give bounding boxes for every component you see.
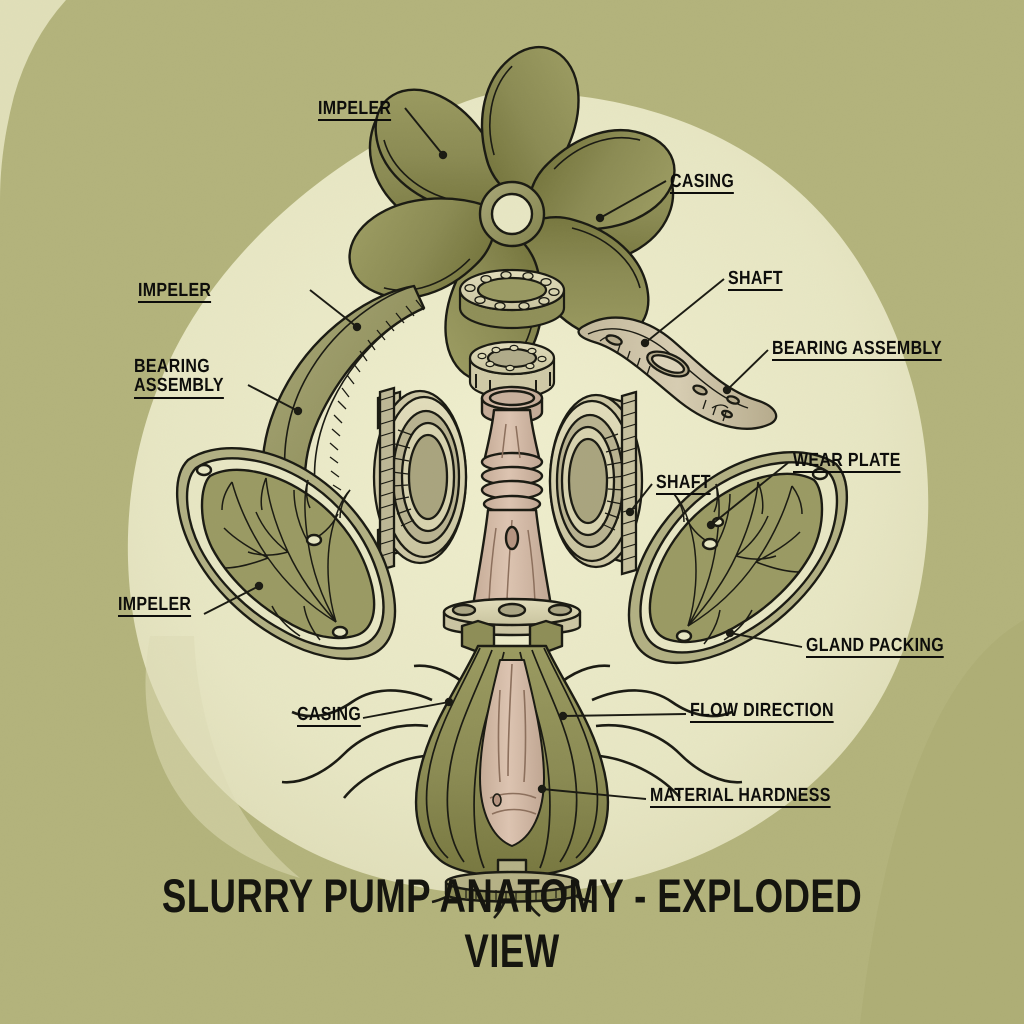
callout-label-material-hardness: MATERIAL HARDNESS — [650, 786, 831, 809]
callout-label-text: BEARING — [134, 356, 210, 377]
callout-label-wear-plate: WEAR PLATE — [793, 451, 901, 474]
callout-label-text: CASING — [670, 172, 735, 195]
callout-label-bearing-right: BEARING ASSEMBLY — [772, 339, 943, 362]
callout-label-text: IMPELER — [318, 99, 392, 122]
callout-label-text: CASING — [297, 705, 362, 728]
callout-label-impeller-lowleft: IMPELER — [118, 595, 192, 618]
callout-label-text: MATERIAL HARDNESS — [650, 786, 831, 809]
callout-label-text: IMPELER — [138, 281, 212, 304]
callout-label-text: IMPELER — [118, 595, 192, 618]
callout-label-text: BEARING ASSEMBLY — [772, 339, 943, 362]
diagram-title-text: SLURRY PUMP ANATOMY - EXPLODED VIEW — [161, 869, 863, 977]
callout-label-text: SHAFT — [728, 269, 783, 292]
diagram-title: SLURRY PUMP ANATOMY - EXPLODED VIEW — [0, 868, 1024, 978]
callout-label-casing-bottom: CASING — [297, 705, 362, 728]
callout-label-flow-direction: FLOW DIRECTION — [690, 701, 834, 724]
callout-label-impeller-left: IMPELER — [138, 281, 212, 304]
callout-label-text: ASSEMBLY — [134, 376, 224, 399]
callout-label-text: FLOW DIRECTION — [690, 701, 834, 724]
callout-label-shaft-midright: SHAFT — [656, 473, 711, 496]
callout-label-text: WEAR PLATE — [793, 451, 901, 474]
callout-label-text: SHAFT — [656, 473, 711, 496]
callout-label-gland-packing: GLAND PACKING — [806, 636, 944, 659]
callout-label-casing-top: CASING — [670, 172, 735, 195]
callout-label-shaft-topright: SHAFT — [728, 269, 783, 292]
callout-label-text: GLAND PACKING — [806, 636, 944, 659]
callout-label-impeller-top: IMPELER — [318, 99, 392, 122]
